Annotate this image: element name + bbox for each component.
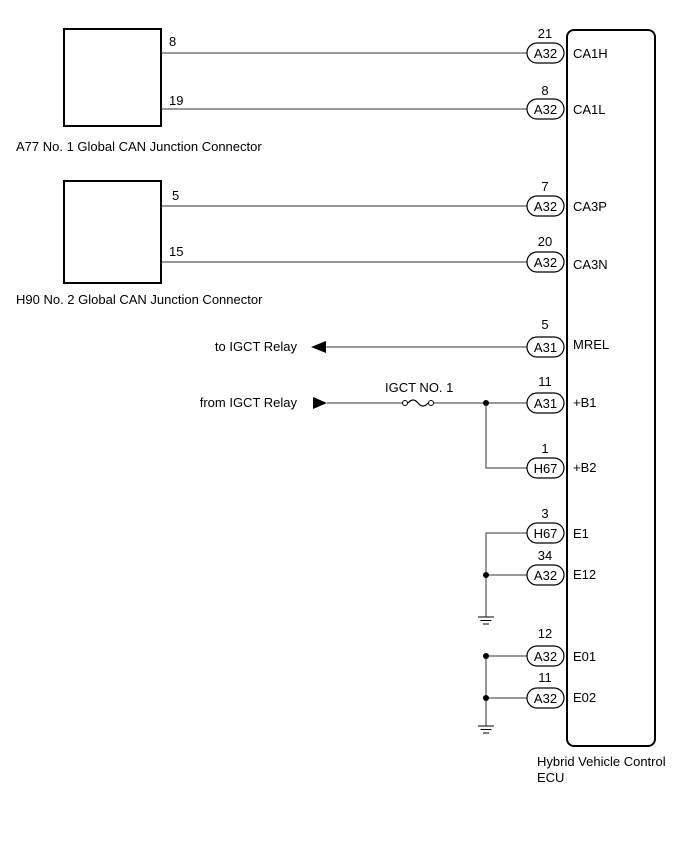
terminal-e1: 3 H67 E1 [526,506,589,544]
connector-code: A32 [534,199,557,214]
arrow-right-icon [313,397,327,409]
connector-code: A32 [534,649,557,664]
terminal-name: MREL [573,337,609,352]
terminal-name: E1 [573,526,589,541]
terminal-e12: 34 A32 E12 [526,548,596,586]
connector-code: H67 [534,526,558,541]
connector-pill [526,392,565,414]
connector-pill [526,336,565,358]
connector-code: A32 [534,102,557,117]
h90-pin-bottom: 15 [169,244,183,259]
pin-number: 11 [538,670,552,685]
fuse-icon [407,399,429,407]
pin-number: 12 [538,626,552,641]
connector-code: A32 [534,46,557,61]
connector-code: A31 [534,396,557,411]
h90-connector-label: H90 No. 2 Global CAN Junction Connector [16,292,263,307]
pin-number: 1 [541,441,548,456]
h90-pin-top: 5 [172,188,179,203]
terminal-name: CA3N [573,257,608,272]
arrow-left-icon [311,341,326,353]
to-relay-label: to IGCT Relay [215,339,298,354]
connector-pill [526,457,565,479]
connector-pill [526,522,565,544]
connector-pill [526,687,565,709]
a77-connector-label: A77 No. 1 Global CAN Junction Connector [16,139,262,154]
terminal-name: E01 [573,649,596,664]
connector-code: H67 [534,461,558,476]
terminal-name: +B2 [573,460,597,475]
splice-e02 [483,695,489,701]
pin-number: 3 [541,506,548,521]
splice-e12 [483,572,489,578]
terminal-ca3p: 7 A32 CA3P [526,179,607,217]
pin-number: 8 [541,83,548,98]
ground-icon [478,616,494,625]
pin-number: 21 [538,26,552,41]
a77-pin-bottom: 19 [169,93,183,108]
connector-code: A32 [534,691,557,706]
terminal-ca3n: 20 A32 CA3N [526,234,608,273]
fuse-terminal-right [428,400,434,406]
a77-pin-top: 8 [169,34,176,49]
connector-code: A32 [534,255,557,270]
wire-e1 [485,532,527,617]
terminal-mrel: 5 A31 MREL [526,317,609,358]
terminal-b1: 11 A31 +B1 [526,374,597,414]
terminal-e02: 11 A32 E02 [526,670,596,709]
terminal-e01: 12 A32 E01 [526,626,596,667]
terminal-name: E02 [573,690,596,705]
ground-icon [478,725,494,734]
connector-pill [526,251,565,273]
terminal-b2: 1 H67 +B2 [526,441,597,479]
connector-pill [526,645,565,667]
ecu-body [566,29,656,747]
connector-pill [526,98,565,120]
pin-number: 20 [538,234,552,249]
terminal-ca1h: 21 A32 CA1H [526,26,608,64]
terminal-name: E12 [573,567,596,582]
terminal-name: +B1 [573,395,597,410]
connector-code: A31 [534,340,557,355]
wire-e01 [485,655,527,726]
connector-pill [526,195,565,217]
ecu-label-line2: ECU [537,770,564,785]
wire-b2 [485,403,527,469]
connector-pill [526,564,565,586]
pin-number: 11 [538,374,552,389]
a77-connector-box [63,28,162,127]
terminal-name: CA3P [573,199,607,214]
from-relay-label: from IGCT Relay [200,395,298,410]
fuse-label: IGCT NO. 1 [385,380,453,395]
terminal-name: CA1H [573,46,608,61]
connector-pill [526,42,565,64]
pin-number: 34 [538,548,552,563]
splice-e01 [483,653,489,659]
pin-number: 5 [541,317,548,332]
terminal-ca1l: 8 A32 CA1L [526,83,606,120]
h90-connector-box [63,180,162,284]
pin-number: 7 [541,179,548,194]
terminal-name: CA1L [573,102,606,117]
fuse-terminal-left [402,400,408,406]
ecu-label-line1: Hybrid Vehicle Control [537,754,666,769]
connector-code: A32 [534,568,557,583]
